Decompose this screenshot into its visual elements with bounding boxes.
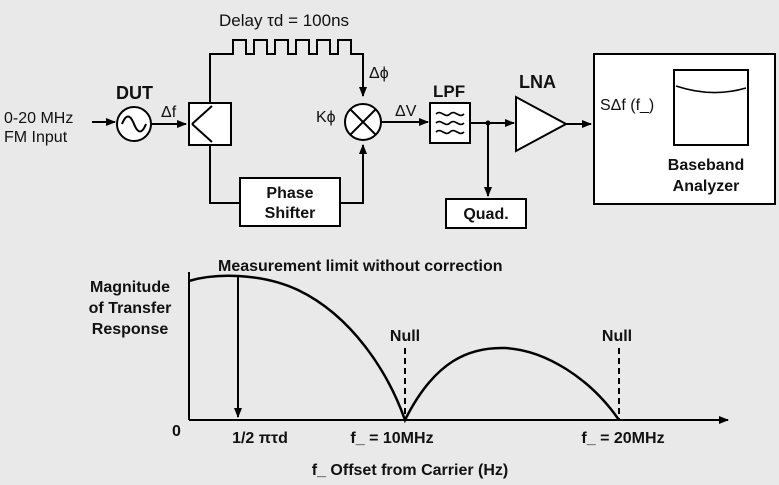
power-splitter-icon — [188, 102, 232, 146]
phase-shifter-line1: Phase — [266, 185, 313, 202]
dut-label: DUT — [116, 83, 153, 103]
x-tick-3: f_ = 20MHz — [581, 430, 664, 447]
block-diagram: 0-20 MHz FM Input DUT Δf Delay τd = 100n… — [4, 11, 776, 229]
measurement-limit-annotation: Measurement limit without correction — [218, 258, 502, 275]
x-tick-1: 1/2 πτd — [232, 430, 288, 447]
analyzer-line2: Analyzer — [673, 178, 740, 195]
input-label-line1: 0-20 MHz — [4, 110, 73, 127]
analyzer-input-label: SΔf (f_) — [600, 97, 654, 114]
plot-xlabel: f_ Offset from Carrier (Hz) — [312, 462, 508, 479]
mixer-icon — [344, 103, 382, 141]
lpf-filter-icon — [429, 102, 471, 144]
delta-phi-label: Δϕ — [369, 65, 389, 82]
lna-amplifier-icon — [515, 95, 569, 153]
plot-ylabel-line2: of Transfer — [89, 300, 172, 317]
x-tick-2: f_ = 10MHz — [350, 430, 433, 447]
quad-box — [445, 198, 527, 229]
splitter-to-phase-shifter-wire — [209, 145, 240, 204]
analyzer-line1: Baseband — [668, 157, 744, 174]
dut-oscillator-icon — [116, 106, 152, 142]
quad-label: Quad. — [463, 206, 508, 223]
k-phi-label: Kϕ — [316, 109, 336, 126]
delay-label: Delay τd = 100ns — [219, 11, 349, 30]
input-label-line2: FM Input — [4, 129, 68, 146]
null-2-label: Null — [602, 328, 632, 345]
delta-v-label: ΔV — [395, 103, 417, 120]
lna-label: LNA — [519, 72, 556, 92]
delta-f-label: Δf — [161, 104, 177, 121]
phase-shifter-to-mixer-wire — [340, 144, 367, 204]
transfer-response-plot: Magnitude of Transfer Response 0 Measure… — [89, 258, 729, 479]
phase-shifter-line2: Shifter — [265, 205, 316, 222]
plot-ylabel-line3: Response — [92, 321, 169, 338]
delay-line-wire — [209, 39, 367, 103]
plot-ylabel-line1: Magnitude — [90, 279, 170, 296]
y-zero-label: 0 — [172, 423, 181, 440]
analyzer-screen-icon — [673, 69, 749, 146]
null-1-label: Null — [390, 328, 420, 345]
lpf-label: LPF — [433, 82, 465, 101]
